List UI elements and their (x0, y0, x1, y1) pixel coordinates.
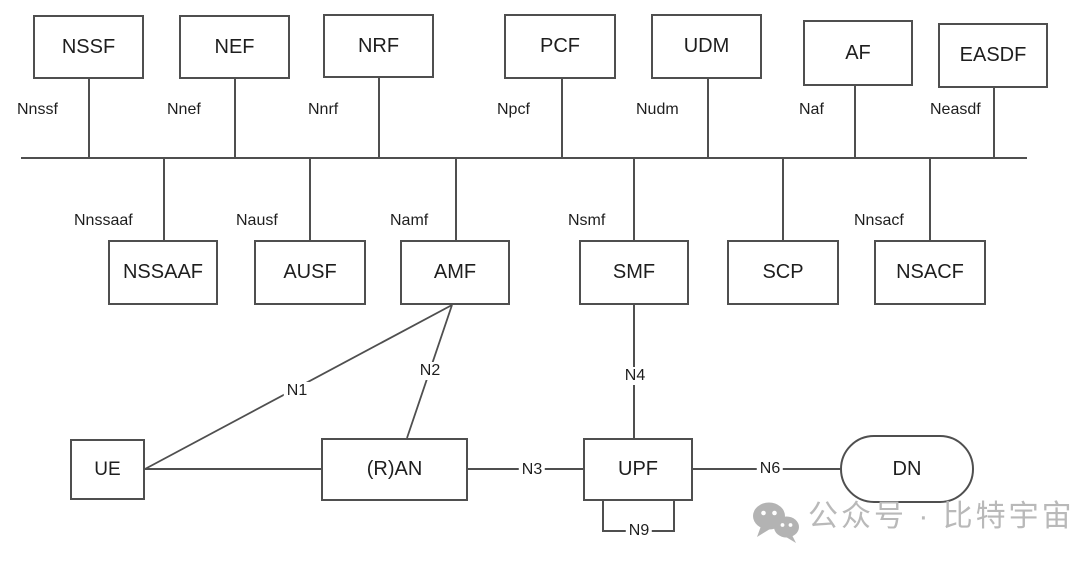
n9-loop-right-line (673, 501, 675, 532)
iface-label-neasdf: Neasdf (930, 101, 981, 118)
nf-box-nsacf: NSACF (874, 240, 986, 305)
service-bus-line (21, 157, 1027, 159)
nf-box-amf: AMF (400, 240, 510, 305)
iface-label-nnsacf: Nnsacf (854, 212, 904, 229)
nf-label: NRF (357, 34, 400, 57)
n9-loop-left-line (602, 501, 604, 532)
ref-label-n6: N6 (756, 460, 784, 478)
ref-label-n2: N2 (416, 362, 444, 380)
iface-label-namf: Namf (390, 212, 429, 229)
nf-label: AMF (433, 261, 477, 283)
nf-label: UE (94, 458, 121, 480)
nf-label: AUSF (283, 261, 337, 283)
nf-box-nssaaf: NSSAAF (108, 240, 218, 305)
ref-label-n4: N4 (621, 367, 649, 385)
nf-label: NSACF (896, 261, 964, 283)
nf-box-easdf: EASDF (938, 23, 1048, 88)
watermark: 公众号 · 比特宇宙 (752, 500, 1075, 546)
nf-box-pcf: PCF (504, 14, 616, 79)
ue-ran-line (145, 468, 321, 470)
connector-pcf-bus (561, 79, 563, 158)
connector-udm-bus (707, 79, 709, 158)
nf-box-ran: (R)AN (321, 438, 468, 501)
nf-label: UPF (618, 458, 658, 480)
ref-label-n9: N9 (625, 522, 653, 540)
connector-easdf-bus (993, 88, 995, 158)
nf-box-nef: NEF (179, 15, 290, 79)
connector-bus-scp (782, 159, 784, 240)
nf-box-smf: SMF (579, 240, 689, 305)
connector-bus-nssaaf (163, 159, 165, 240)
iface-label-nausf: Nausf (236, 212, 278, 229)
nf-label: UDM (683, 35, 730, 57)
connector-nrf-bus (378, 78, 380, 158)
nf-box-ue: UE (70, 439, 145, 500)
connector-bus-smf (633, 159, 635, 240)
ref-label-n1: N1 (283, 382, 311, 400)
nf-box-udm: UDM (651, 14, 762, 79)
nf-box-dn: DN (840, 435, 974, 503)
connector-nef-bus (234, 79, 236, 158)
iface-label-nnssaaf: Nnssaaf (74, 212, 133, 229)
iface-label-naf: Naf (799, 101, 824, 118)
nf-box-nrf: NRF (323, 14, 434, 78)
nf-box-upf: UPF (583, 438, 693, 501)
iface-label-nnef: Nnef (167, 101, 201, 118)
iface-label-npcf: Npcf (497, 101, 530, 118)
iface-label-nudm: Nudm (636, 101, 679, 118)
watermark-text: 公众号 · 比特宇宙 (808, 500, 1075, 533)
nf-box-nssf: NSSF (33, 15, 144, 79)
nf-label: DN (892, 457, 922, 480)
nf-label: SMF (612, 261, 656, 283)
connector-bus-nsacf (929, 159, 931, 240)
connector-nssf-bus (88, 79, 90, 158)
nf-box-ausf: AUSF (254, 240, 366, 305)
connector-bus-ausf (309, 159, 311, 240)
nf-label: AF (845, 41, 871, 64)
connector-bus-amf (455, 159, 457, 240)
nf-label: NSSAAF (122, 261, 204, 283)
nf-box-scp: SCP (727, 240, 839, 305)
iface-label-nnssf: Nnssf (17, 101, 58, 118)
nf-label: NEF (214, 35, 255, 58)
nf-label: NSSF (61, 35, 116, 58)
nf-label: PCF (540, 35, 580, 57)
iface-label-nnrf: Nnrf (308, 101, 339, 118)
connector-af-bus (854, 86, 856, 158)
nf-label: SCP (762, 261, 804, 283)
ref-label-n3: N3 (518, 461, 546, 479)
iface-label-nsmf: Nsmf (568, 212, 606, 229)
nf-label: EASDF (959, 44, 1027, 66)
wechat-icon (753, 502, 799, 543)
nf-box-af: AF (803, 20, 913, 86)
nf-label: (R)AN (366, 458, 423, 480)
